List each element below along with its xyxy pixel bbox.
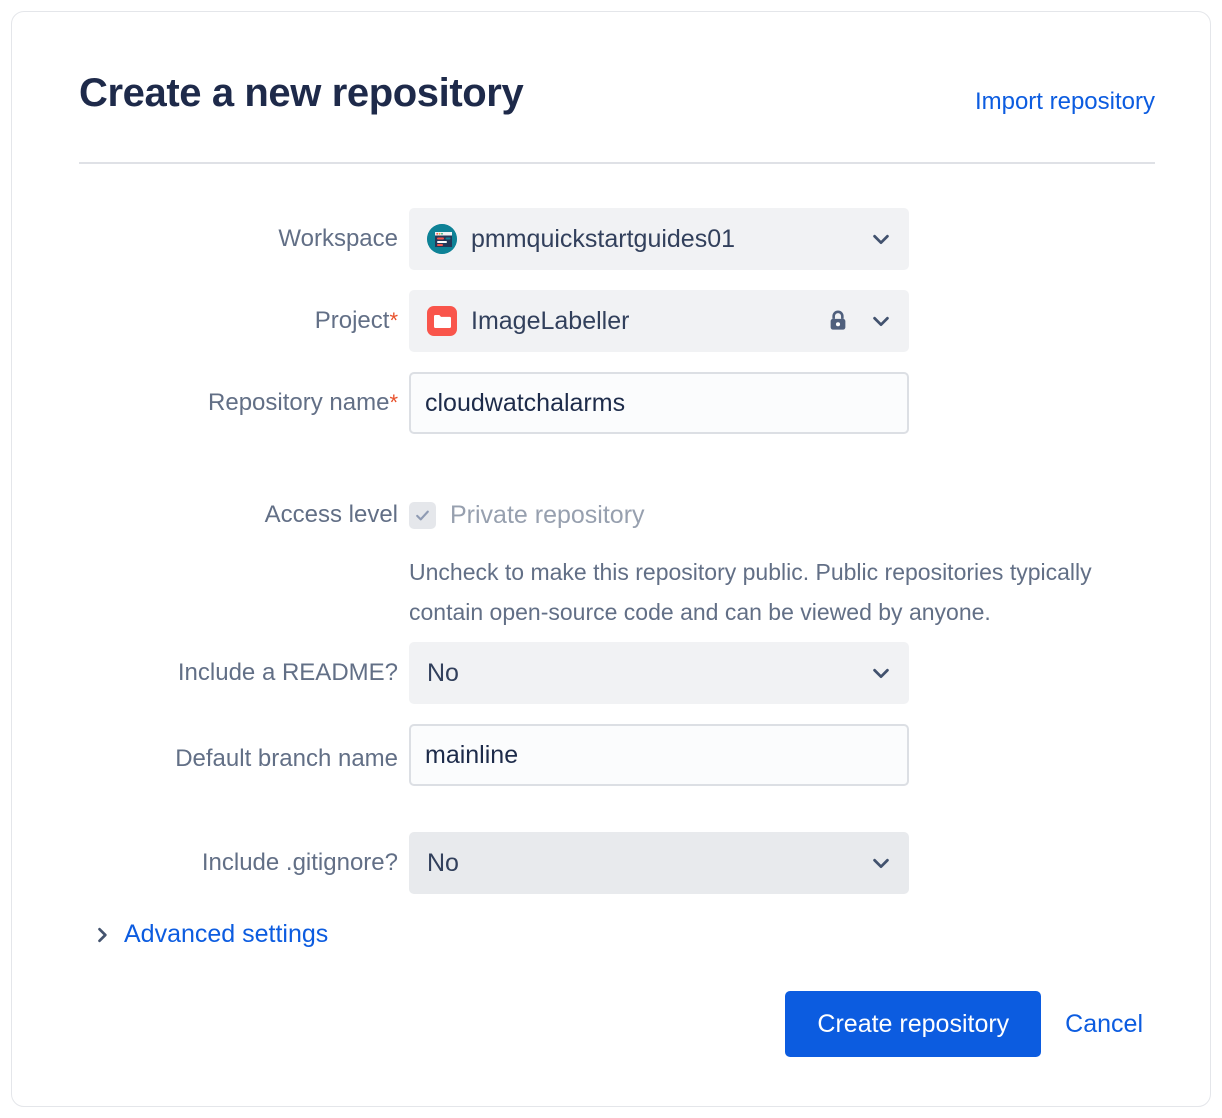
access-level-field: Private repository Uncheck to make this … — [409, 498, 1109, 632]
include-readme-field: No — [409, 642, 909, 704]
project-label: Project* — [12, 304, 398, 338]
project-field: ImageLabeller — [409, 290, 909, 352]
field-row-include-readme: Include a README? No — [12, 642, 1212, 724]
include-gitignore-select[interactable]: No — [409, 832, 909, 894]
include-readme-select[interactable]: No — [409, 642, 909, 704]
workspace-label: Workspace — [278, 225, 398, 252]
field-row-project: Project* ImageLabeller — [12, 290, 1212, 372]
include-gitignore-label: Include .gitignore? — [201, 849, 398, 876]
include-gitignore-field: No — [409, 832, 909, 894]
workspace-select[interactable]: pmmquickstartguides01 — [409, 208, 909, 270]
project-label-text: Project — [314, 307, 390, 334]
field-row-default-branch-name: Default branch name — [12, 724, 1212, 832]
private-repository-checkbox-row[interactable]: Private repository — [409, 498, 1109, 532]
include-readme-value: No — [427, 658, 459, 687]
import-repository-link[interactable]: Import repository — [974, 88, 1155, 115]
chevron-right-icon — [92, 923, 112, 947]
repository-name-input[interactable] — [409, 372, 909, 434]
project-value: ImageLabeller — [471, 306, 630, 335]
create-repository-button[interactable]: Create repository — [785, 991, 1042, 1057]
private-repository-checkbox[interactable] — [409, 501, 436, 529]
project-select[interactable]: ImageLabeller — [409, 290, 909, 352]
include-readme-label: Include a README? — [177, 659, 398, 686]
workspace-value: pmmquickstartguides01 — [471, 224, 736, 253]
repository-name-label: Repository name* — [12, 386, 398, 420]
card-header: Create a new repository Import repositor… — [79, 71, 1155, 163]
project-required-marker: * — [389, 308, 398, 333]
advanced-settings-toggle[interactable]: Advanced settings — [92, 920, 328, 949]
form-actions: Create repository Cancel — [785, 991, 1143, 1057]
header-divider — [79, 162, 1155, 164]
chevron-down-icon — [870, 228, 892, 250]
default-branch-name-field — [409, 724, 909, 786]
create-repository-card: Create a new repository Import repositor… — [11, 11, 1211, 1107]
include-gitignore-value: No — [427, 848, 459, 877]
field-row-access-level: Access level Private repository Uncheck … — [12, 454, 1212, 642]
default-branch-name-label: Default branch name — [175, 745, 398, 772]
chevron-down-icon — [870, 662, 892, 684]
repository-name-label-text: Repository name — [208, 389, 390, 416]
project-folder-icon — [427, 306, 457, 336]
chevron-down-icon — [870, 310, 892, 332]
page-title: Create a new repository — [79, 71, 524, 115]
access-level-helper-text: Uncheck to make this repository public. … — [409, 559, 1092, 625]
default-branch-name-input[interactable] — [409, 724, 909, 786]
workspace-field: pmmquickstartguides01 — [409, 208, 909, 270]
create-repository-form: Workspace — [12, 208, 1212, 914]
field-row-repository-name: Repository name* — [12, 372, 1212, 454]
field-row-workspace: Workspace — [12, 208, 1212, 290]
field-row-include-gitignore: Include .gitignore? No — [12, 832, 1212, 914]
chevron-down-icon — [870, 852, 892, 874]
repository-name-field — [409, 372, 909, 434]
cancel-button[interactable]: Cancel — [1065, 1009, 1143, 1038]
lock-icon — [825, 308, 851, 334]
private-repository-label: Private repository — [450, 500, 645, 529]
repository-name-required-marker: * — [389, 390, 398, 415]
workspace-avatar-icon — [427, 224, 457, 254]
advanced-settings-label: Advanced settings — [124, 920, 329, 948]
access-level-label: Access level — [264, 501, 398, 528]
